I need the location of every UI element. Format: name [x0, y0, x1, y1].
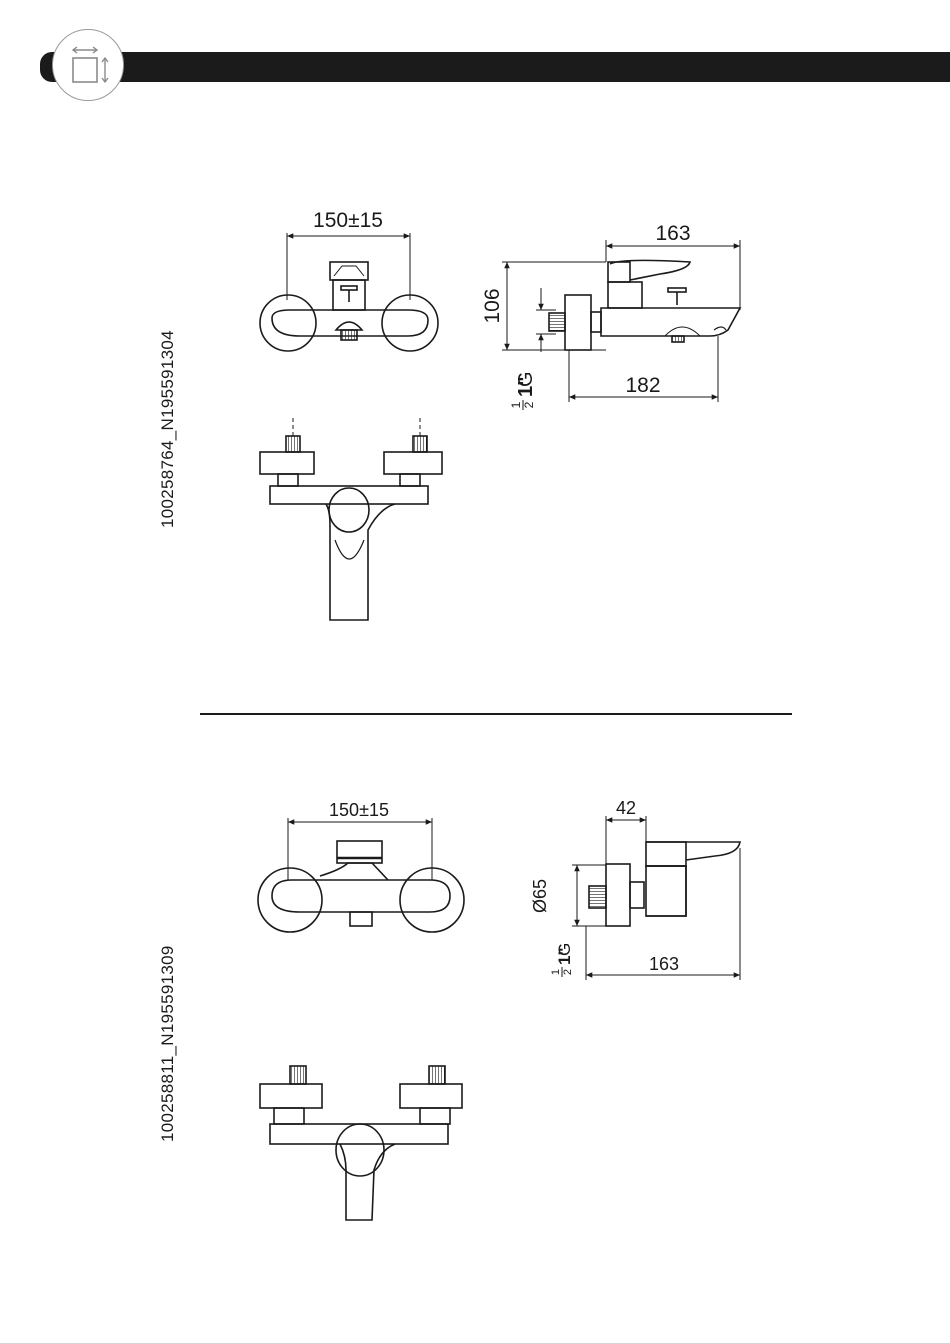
p2-thread-fraction-den: 2 — [562, 969, 574, 975]
p1-side-height-label: 106 — [481, 288, 504, 323]
p2-side-offset-label: 42 — [616, 798, 636, 818]
p2-thread-fraction-num: 1 — [550, 969, 562, 975]
product-2-front-view — [258, 818, 464, 932]
product-2-top-view — [260, 1066, 462, 1220]
p1-front-width-label: 150±15 — [313, 209, 383, 232]
p1-thread-fraction-den: 2 — [522, 401, 536, 408]
p2-side-diameter-label: Ø65 — [530, 879, 550, 913]
product-1-top-view — [260, 418, 442, 620]
product-1-side-view — [502, 240, 740, 402]
p2-side-length-label: 163 — [649, 954, 679, 974]
product-1-front-view — [260, 233, 438, 351]
p1-thread-g: G — [515, 371, 537, 387]
p1-side-length-label: 182 — [625, 374, 660, 397]
p1-thread-fraction-num: 1 — [509, 401, 523, 408]
p2-front-width-label: 150±15 — [329, 800, 389, 820]
p1-side-depth-label: 163 — [655, 222, 690, 245]
p2-thread-g: G — [555, 943, 574, 956]
p2-thread-label: 1 2 1" G — [550, 943, 574, 977]
p1-thread-label: 1 2 1" G — [509, 371, 537, 410]
